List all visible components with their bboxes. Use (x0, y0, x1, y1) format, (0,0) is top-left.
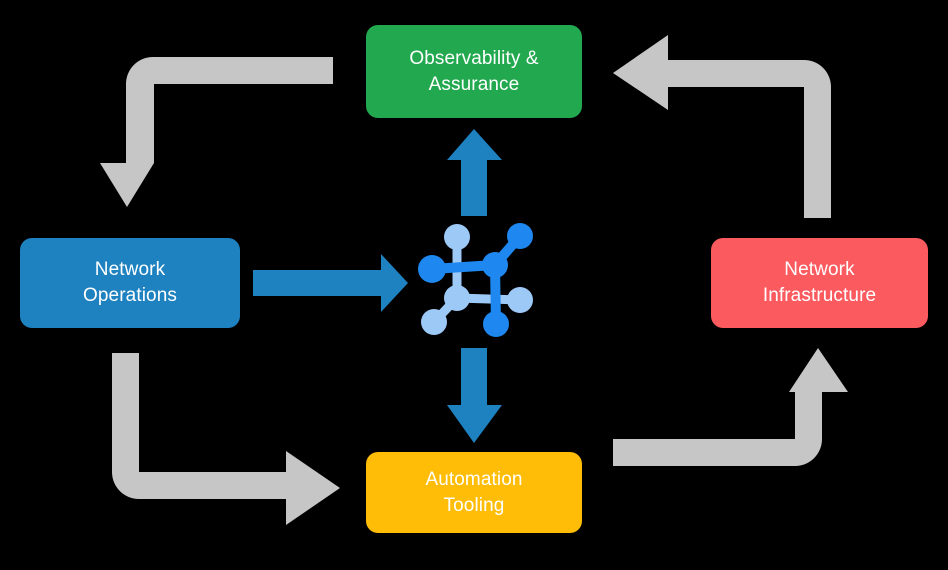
network-mesh-icon (418, 223, 533, 337)
node-box-automation-tooling[interactable]: Automation Tooling (366, 452, 582, 533)
gray-arrow-infrastructure-to-observability (613, 35, 831, 218)
node-box-network-operations[interactable]: Network Operations (20, 238, 240, 328)
node-label-observability-assurance: Observability & Assurance (409, 47, 539, 95)
blue-arrow-center-to-observability (447, 129, 502, 216)
gray-arrow-operations-to-automation (112, 353, 340, 525)
gray-arrow-automation-to-infrastructure (613, 348, 848, 466)
node-label-network-operations: Network Operations (83, 259, 177, 306)
blue-arrow-center-to-automation (447, 348, 502, 443)
blue-arrow-operations-to-center (253, 254, 408, 312)
node-label-network-infrastructure: Network Infrastructure (762, 259, 877, 306)
node-label-automation-tooling: Automation Tooling (425, 468, 523, 516)
gray-arrow-observability-to-operations (100, 57, 333, 207)
node-box-network-infrastructure[interactable]: Network Infrastructure (711, 238, 928, 328)
node-box-observability-assurance[interactable]: Observability & Assurance (366, 25, 582, 118)
